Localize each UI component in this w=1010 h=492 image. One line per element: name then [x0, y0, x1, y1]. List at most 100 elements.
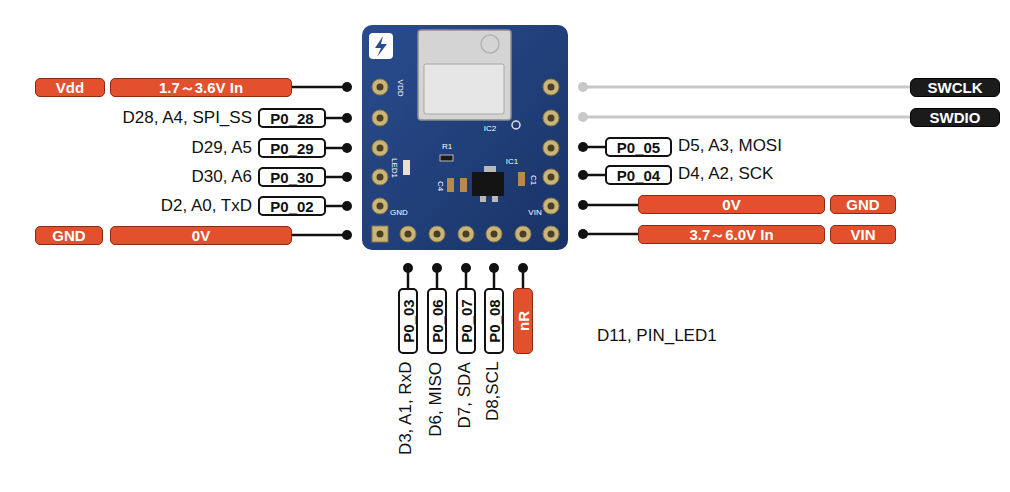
- tag-text: P0_06: [430, 299, 445, 342]
- silkscreen-label: IC1: [506, 158, 518, 166]
- power-tag: GND: [830, 195, 896, 214]
- tag-text: SWCLK: [928, 80, 983, 95]
- tag-text: 0V: [192, 228, 210, 243]
- pin-hole: [548, 115, 555, 122]
- pin-hole: [377, 84, 384, 91]
- pin-pad: [543, 198, 559, 214]
- pin-function: D2, A0, TxD: [161, 197, 252, 216]
- pin-pad: [372, 169, 388, 185]
- capacitor-symbol: [460, 178, 467, 192]
- leader-line: [583, 204, 638, 207]
- pin-dot: [342, 113, 352, 123]
- ic-lead: [484, 166, 496, 172]
- reset-tag: nR: [513, 288, 533, 354]
- regulator-ic: [472, 172, 504, 196]
- leader-line: [292, 86, 347, 89]
- voltage-tag: 0V: [638, 195, 825, 214]
- silkscreen-label: C1: [529, 175, 537, 185]
- tag-text: P0_28: [270, 111, 313, 126]
- pin-function: D28, A4, SPI_SS: [123, 109, 252, 128]
- pin-pad: [543, 226, 559, 242]
- leader-line: [583, 233, 638, 236]
- power-tag: GND: [35, 226, 103, 245]
- silkscreen-label: LED1: [390, 158, 398, 178]
- tag-text: P0_05: [617, 140, 660, 155]
- pin-hole: [434, 231, 441, 238]
- pin-function: D3, A1, RxD: [398, 362, 417, 456]
- led-symbol: [403, 160, 410, 175]
- tag-text: GND: [52, 228, 85, 243]
- resistor-symbol: [440, 155, 453, 161]
- pin-pad: [372, 79, 388, 95]
- pin-dot: [403, 263, 413, 273]
- leader-line: [583, 86, 910, 89]
- pin-hole: [548, 231, 555, 238]
- pin-dot: [342, 143, 352, 153]
- pin-dot: [578, 170, 588, 180]
- pin-dot: [578, 142, 588, 152]
- pin-hole: [548, 203, 555, 210]
- pin-dot: [578, 112, 588, 122]
- debug-tag: SWCLK: [910, 78, 1000, 97]
- silkscreen-label: GND: [390, 209, 408, 217]
- tag-text: 0V: [722, 197, 740, 212]
- debug-tag: SWDIO: [910, 108, 1000, 127]
- pin-pad: [372, 110, 388, 126]
- pin-hole: [377, 145, 384, 152]
- pin-hole: [377, 174, 384, 181]
- pin-function: D29, A5: [192, 139, 253, 158]
- pads: [372, 79, 559, 242]
- tag-text: P0_30: [270, 170, 313, 185]
- pin-pad: [400, 226, 416, 242]
- capacitor-symbol: [518, 172, 525, 186]
- pin-hole: [520, 231, 527, 238]
- tag-text: P0_02: [270, 199, 313, 214]
- pin-hole: [548, 145, 555, 152]
- port-pin-tag: P0_30: [258, 167, 326, 187]
- pin-pad: [372, 198, 388, 214]
- pin-pad: [429, 226, 445, 242]
- pin-hole: [463, 231, 470, 238]
- pin-pad: [515, 226, 531, 242]
- pin-hole: [377, 231, 384, 238]
- port-pin-tag: P0_07: [456, 288, 476, 354]
- pin-pad: [543, 140, 559, 156]
- power-tag: VIN: [830, 225, 896, 244]
- port-pin-tag: P0_04: [605, 165, 672, 185]
- pin-pad: [486, 226, 502, 242]
- pin-function: D30, A6: [192, 168, 253, 187]
- pin-dot: [578, 200, 588, 210]
- pin-function: D8,SCL: [485, 362, 504, 422]
- pin-function: D4, A2, SCK: [678, 165, 773, 184]
- port-pin-tag: P0_06: [427, 288, 447, 354]
- ic-lead: [480, 196, 486, 202]
- pin-pad: [372, 226, 388, 242]
- logo-badge: [369, 33, 393, 59]
- port-pin-tag: P0_02: [258, 196, 326, 216]
- module-mark: [481, 35, 499, 53]
- pin-hole: [405, 231, 412, 238]
- pin-hole: [491, 231, 498, 238]
- silkscreen-label: IC2: [484, 125, 496, 133]
- pin-function: D7, SDA: [456, 362, 475, 428]
- pin-function: D6, MISO: [427, 362, 446, 437]
- port-pin-tag: P0_03: [398, 288, 418, 354]
- voltage-tag: 3.7～6.0V In: [638, 225, 825, 244]
- tag-text: SWDIO: [930, 110, 981, 125]
- voltage-tag: 0V: [110, 226, 292, 245]
- port-pin-tag: P0_08: [484, 288, 504, 354]
- pad-holes: [377, 84, 555, 238]
- pin-pad: [543, 110, 559, 126]
- ic-lead: [492, 196, 498, 202]
- pin-dot: [342, 82, 352, 92]
- leader-line: [583, 116, 910, 119]
- pin-dot: [518, 263, 528, 273]
- tag-text: P0_04: [617, 168, 660, 183]
- tag-text: 1.7～3.6V In: [159, 80, 243, 95]
- radio-module: [418, 30, 511, 120]
- pin-dot: [342, 230, 352, 240]
- pin-hole: [377, 115, 384, 122]
- pin-function: D11, PIN_LED1: [597, 327, 717, 346]
